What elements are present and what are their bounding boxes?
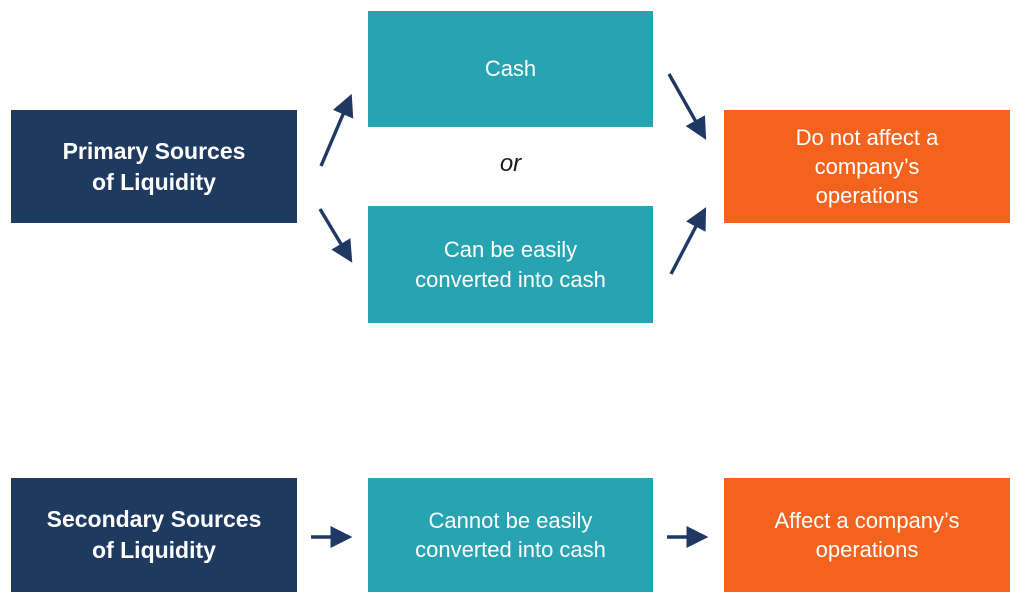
cannot-convert-box: Cannot be easily converted into cash bbox=[368, 478, 653, 592]
secondary-sources-box: Secondary Sources of Liquidity bbox=[11, 478, 297, 592]
cash-label: Cash bbox=[484, 56, 537, 82]
do-not-affect-box: Do not affect a company’s operations bbox=[724, 110, 1010, 223]
affect-box: Affect a company’s operations bbox=[724, 478, 1010, 592]
or-connector-label: or bbox=[499, 150, 522, 177]
secondary-sources-label: Secondary Sources of Liquidity bbox=[46, 506, 262, 563]
can-convert-box: Can be easily converted into cash bbox=[368, 206, 653, 323]
arrow-can-convert-to-do-not-affect bbox=[669, 207, 707, 275]
cannot-convert-label: Cannot be easily converted into cash bbox=[415, 507, 606, 562]
arrow-primary-to-can-convert bbox=[318, 208, 353, 263]
arrow-primary-to-cash bbox=[319, 93, 354, 167]
can-convert-label: Can be easily converted into cash bbox=[415, 237, 606, 292]
affect-label: Affect a company’s operations bbox=[774, 507, 960, 562]
primary-sources-label: Primary Sources of Liquidity bbox=[62, 137, 246, 195]
cash-box: Cash bbox=[368, 11, 653, 127]
primary-sources-box: Primary Sources of Liquidity bbox=[11, 110, 297, 223]
do-not-affect-label: Do not affect a company’s operations bbox=[795, 124, 939, 209]
arrow-cash-to-do-not-affect bbox=[667, 73, 707, 140]
